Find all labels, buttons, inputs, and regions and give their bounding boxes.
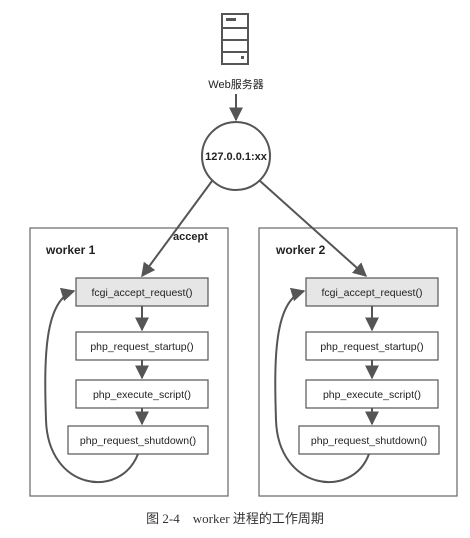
worker-1-step-shutdown-label: php_request_shutdown() [80, 435, 196, 447]
worker-2-title: worker 2 [275, 243, 326, 257]
worker-1-container [29, 227, 229, 497]
server-label: Web服务器 [208, 78, 263, 91]
server-icon [221, 13, 249, 65]
worker-2-step-execute-label: php_execute_script() [323, 389, 421, 401]
worker-1-step-startup-label: php_request_startup() [90, 341, 193, 353]
worker-2-step-accept-label: fcgi_accept_request() [322, 287, 423, 299]
figure-caption: 图 2-4 worker 进程的工作周期 [146, 511, 324, 526]
worker-2-step-startup-label: php_request_startup() [320, 341, 423, 353]
worker-1-step-execute-label: php_execute_script() [93, 389, 191, 401]
worker-2-step-execute [305, 379, 439, 409]
worker-1-loop-arrow [44, 287, 139, 483]
worker-1-title: worker 1 [45, 243, 96, 257]
worker-1-step-execute [75, 379, 209, 409]
address-label: 127.0.0.1:xx [205, 151, 268, 163]
address-node [201, 121, 271, 191]
accept-label: accept [173, 231, 208, 243]
worker-2-step-shutdown-label: php_request_shutdown() [311, 435, 427, 447]
worker-1-step-accept-label: fcgi_accept_request() [92, 287, 193, 299]
worker-2-container [258, 227, 458, 497]
worker-2-step-accept [305, 277, 439, 307]
worker-lifecycle-diagram: Web服务器 127.0.0.1:xx worker 1 worker 2 ac… [29, 13, 458, 497]
address-to-worker-2-connector [259, 180, 368, 277]
worker-1-step-accept [75, 277, 209, 307]
address-to-worker-1-connector [141, 180, 213, 278]
worker-2-step-startup [305, 331, 439, 361]
worker-2-loop-arrow [274, 287, 370, 483]
